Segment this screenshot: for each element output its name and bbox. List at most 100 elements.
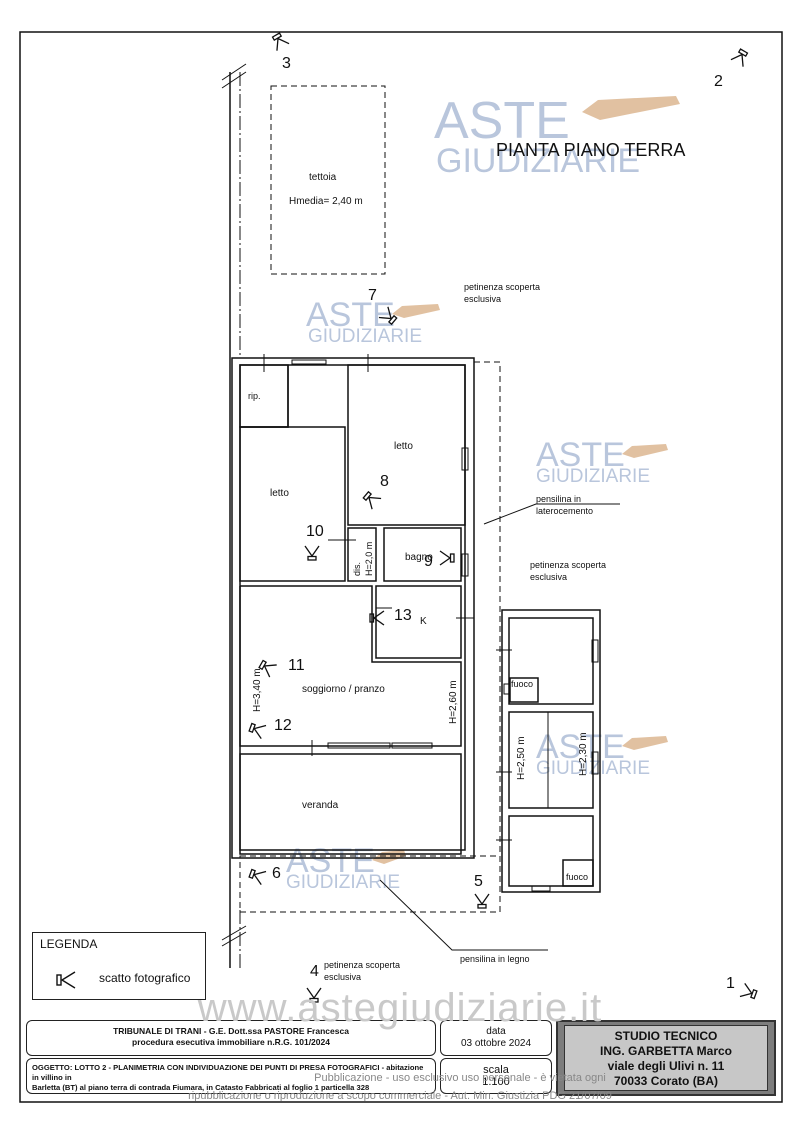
title-block-oggetto: OGGETTO: LOTTO 2 - PLANIMETRIA CON INDIV…: [26, 1058, 436, 1094]
label-pensilina-legno: pensilina in legno: [460, 954, 530, 964]
legend-item-label: scatto fotografico: [99, 971, 191, 985]
photo-point-1: 1: [726, 975, 758, 1000]
photo-point-13: 13: [369, 607, 412, 626]
title-block-studio: STUDIO TECNICO ING. GARBETTA Marco viale…: [556, 1020, 776, 1096]
leader-pensilina-laterocemento: [483, 503, 620, 525]
watermark-giudiziarie: GIUDIZIARIE: [536, 466, 650, 487]
photo-point-11: 11: [258, 657, 305, 678]
watermark-aste: ASTE: [536, 436, 625, 474]
photo-point-6: 6: [248, 865, 281, 886]
camera-viewpoint-icon: [362, 490, 382, 510]
watermark-site: www.astegiudiziarie.it: [197, 986, 603, 1030]
studio-line-1: STUDIO TECNICO: [614, 1029, 718, 1043]
dis-height: H=2,0 m: [364, 542, 374, 576]
annex-height-right: H=2,30 m: [578, 732, 589, 776]
legend-box: LEGENDA scatto fotografico: [32, 932, 206, 1000]
photo-point-7: 7: [368, 287, 398, 326]
camera-viewpoint-icon: [439, 550, 455, 566]
watermark-notice-2: ripubblicazione o riproduzione a scopo c…: [188, 1090, 612, 1102]
photo-point-4: 4: [306, 963, 322, 1003]
label-pensilina-laterocemento-2: laterocemento: [536, 506, 593, 516]
watermark-giudiziarie: GIUDIZIARIE: [436, 142, 640, 180]
drawing-title: PIANTA PIANO TERRA: [496, 140, 685, 160]
label-pertinenza-bottom: petinenza scoperta: [324, 960, 400, 970]
watermark-aste: ASTE: [434, 92, 570, 150]
photo-point-2: 2: [714, 48, 749, 90]
gavel-icon: [622, 736, 668, 750]
photo-point-5: 5: [474, 873, 490, 909]
pensilina-legno-outline: [239, 855, 501, 913]
tettoia-height: Hmedia= 2,40 m: [289, 196, 363, 207]
photo-point-label: 6: [272, 865, 281, 882]
aste-logo-bottom: ASTE GIUDIZIARIE: [286, 842, 406, 893]
tribunale-line-2: procedura esecutiva immobiliare n.R.G. 1…: [132, 1037, 330, 1047]
watermark-giudiziarie: GIUDIZIARIE: [308, 326, 422, 347]
annex-openings: [496, 639, 599, 892]
camera-viewpoint-icon: [248, 722, 267, 740]
property-boundary: [221, 63, 247, 968]
title-block-tribunale: TRIBUNALE DI TRANI - G.E. Dott.ssa PASTO…: [26, 1020, 436, 1056]
pensilina-laterocemento-outline: [474, 361, 501, 882]
room-label-letto-left: letto: [270, 488, 289, 499]
room-label-soggiorno: soggiorno / pranzo: [302, 684, 385, 695]
photo-point-label: 13: [394, 607, 412, 624]
sheet-frame: [19, 31, 783, 1103]
photo-point-label: 9: [424, 553, 433, 570]
annex-height-left: H=2,50 m: [516, 736, 527, 780]
photo-point-label: 8: [380, 473, 389, 490]
aste-logo-mid: ASTE GIUDIZIARIE: [306, 296, 440, 347]
room-label-fuoco-1: fuoco: [511, 679, 533, 689]
room-label-kitchen: K: [420, 616, 427, 627]
camera-viewpoint-icon: [369, 610, 385, 626]
camera-viewpoint-icon: [306, 987, 322, 1003]
watermark-aste: ASTE: [536, 728, 625, 766]
date-label: data: [486, 1026, 506, 1037]
gavel-icon: [372, 850, 406, 864]
room-label-fuoco-2: fuoco: [566, 872, 588, 882]
scale-label: scala: [483, 1064, 509, 1076]
tettoia-outline: [270, 85, 386, 275]
camera-viewpoint-icon: [739, 982, 758, 1000]
scale-value: 1:100: [482, 1076, 510, 1088]
gavel-icon: [582, 96, 680, 120]
camera-viewpoint-icon: [271, 32, 290, 51]
oggetto-line-1: OGGETTO: LOTTO 2 - PLANIMETRIA CON INDIV…: [32, 1063, 424, 1082]
room-label-veranda: veranda: [302, 800, 339, 811]
label-pertinenza-right: petinenza scoperta: [530, 560, 606, 570]
gavel-icon: [392, 304, 440, 318]
photo-point-label: 11: [288, 657, 305, 674]
aste-logo-annex: ASTE GIUDIZIARIE: [536, 728, 668, 779]
watermark-notice-1: Pubblicazione - uso esclusivo uso person…: [314, 1072, 606, 1084]
photo-point-label: 10: [306, 523, 324, 540]
room-label-letto-right: letto: [394, 441, 413, 452]
photo-point-label: 1: [726, 975, 735, 992]
photo-point-10: 10: [304, 523, 324, 561]
watermark-aste: ASTE: [306, 296, 395, 334]
house-walls: [231, 357, 475, 859]
photo-point-12: 12: [248, 717, 292, 740]
title-block-scale: scala 1:100: [440, 1058, 552, 1094]
studio-line-4: 70033 Corato (BA): [613, 1074, 719, 1088]
camera-viewpoint-icon: [304, 545, 320, 561]
studio-line-3: viale degli Ulivi n. 11: [607, 1059, 725, 1073]
photo-point-label: 7: [368, 287, 377, 304]
label-pertinenza-right-2: esclusiva: [530, 572, 567, 582]
camera-viewpoint-icon: [56, 971, 76, 989]
camera-viewpoint-icon: [378, 306, 398, 326]
photo-point-label: 5: [474, 873, 483, 890]
tribunale-line-1: TRIBUNALE DI TRANI - G.E. Dott.ssa PASTO…: [113, 1026, 349, 1036]
camera-viewpoint-icon: [258, 659, 277, 678]
room-label-tettoia: tettoia: [309, 172, 337, 183]
aste-logo-right: ASTE GIUDIZIARIE: [536, 436, 668, 487]
photo-point-9: 9: [424, 550, 455, 570]
soggiorno-height-right: H=2,60 m: [448, 680, 459, 724]
annex-walls: [501, 609, 601, 893]
label-pertinenza-top-2: esclusiva: [464, 294, 501, 304]
soggiorno-height-left: H=3,40 m: [252, 668, 263, 712]
camera-viewpoint-icon: [474, 893, 490, 909]
watermark-giudiziarie: GIUDIZIARIE: [286, 872, 400, 893]
aste-logo-large: ASTE GIUDIZIARIE: [434, 92, 680, 180]
photo-point-8: 8: [362, 473, 389, 510]
date-value: 03 ottobre 2024: [460, 1038, 532, 1049]
